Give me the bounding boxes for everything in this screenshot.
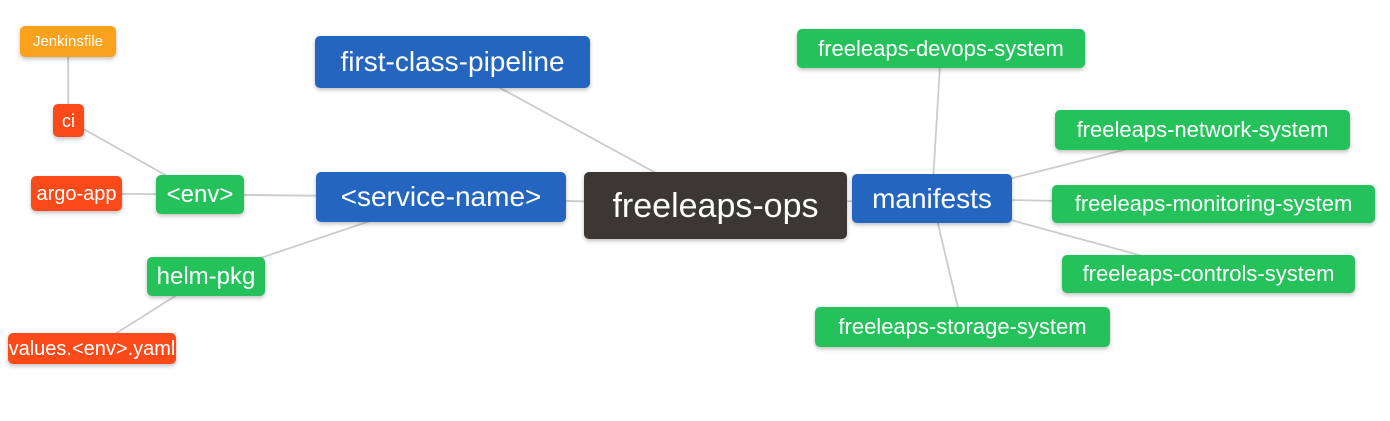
- node-first-class-pipeline[interactable]: first-class-pipeline: [315, 36, 590, 88]
- node-values-env-yaml[interactable]: values.<env>.yaml: [8, 333, 176, 364]
- node-freeleaps-controls-system[interactable]: freeleaps-controls-system: [1062, 255, 1355, 293]
- node-env[interactable]: <env>: [156, 175, 244, 214]
- node-helm-pkg[interactable]: helm-pkg: [147, 257, 265, 296]
- node-ci[interactable]: ci: [53, 104, 84, 137]
- node-jenkinsfile[interactable]: Jenkinsfile: [20, 26, 116, 57]
- node-manifests[interactable]: manifests: [852, 174, 1012, 223]
- node-freeleaps-storage-system[interactable]: freeleaps-storage-system: [815, 307, 1110, 347]
- edge-manifests-freeleaps-devops-system: [931, 48, 942, 199]
- node-argo-app[interactable]: argo-app: [31, 176, 122, 211]
- node-freeleaps-network-system[interactable]: freeleaps-network-system: [1055, 110, 1350, 150]
- node-freeleaps-monitoring-system[interactable]: freeleaps-monitoring-system: [1052, 185, 1375, 223]
- node-freeleaps-ops[interactable]: freeleaps-ops: [584, 172, 847, 239]
- node-freeleaps-devops-system[interactable]: freeleaps-devops-system: [797, 29, 1085, 68]
- node-service-name[interactable]: <service-name>: [316, 172, 566, 222]
